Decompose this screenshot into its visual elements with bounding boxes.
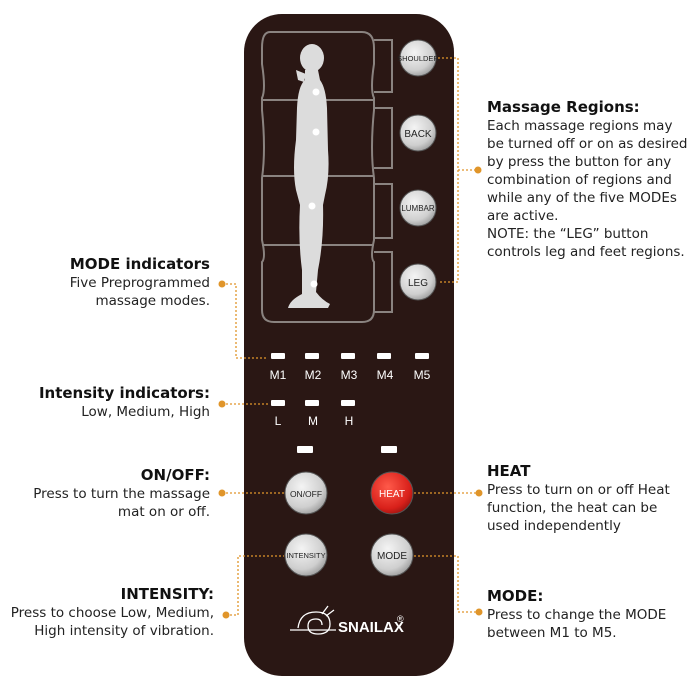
onoff-button[interactable]: ON/OFF — [284, 471, 328, 515]
region-button-label: BACK — [404, 129, 432, 140]
callout-onoff: ON/OFF: Press to turn the massage mat on… — [4, 466, 210, 521]
mode-label: M3 — [341, 368, 358, 382]
callout-body: Press to choose Low, Medium, High intens… — [10, 605, 214, 639]
region-brackets — [374, 39, 393, 313]
intensity-labels: L M H — [275, 414, 354, 428]
mode-label: M4 — [377, 368, 394, 382]
callout-intensity-indicators: Intensity indicators: Low, Medium, High — [20, 384, 210, 421]
mode-labels: M1 M2 M3 M4 M5 — [270, 368, 431, 382]
callout-body: Five Preprogrammed massage modes. — [69, 275, 210, 309]
callout-body: Each massage regions may be turned off o… — [487, 118, 688, 260]
callout-title: INTENSITY: — [120, 585, 214, 603]
mode-indicator-lights — [271, 353, 429, 359]
region-dots — [308, 88, 320, 288]
mode-label: M5 — [414, 368, 431, 382]
region-button-shoulder[interactable]: SHOULDER — [397, 39, 439, 77]
intensity-button-label: INTENSITY — [286, 551, 325, 560]
region-button-lumbar[interactable]: LUMBAR — [399, 189, 437, 227]
intensity-label: M — [308, 414, 318, 428]
region-button-label: LUMBAR — [401, 204, 435, 213]
intensity-label: H — [345, 414, 354, 428]
region-button-back[interactable]: BACK — [399, 114, 437, 152]
callout-body: Press to turn the massage mat on or off. — [33, 486, 210, 520]
callout-heat: HEAT Press to turn on or off Heat functi… — [487, 462, 697, 535]
mode-label: M2 — [305, 368, 322, 382]
region-button-label: LEG — [408, 278, 428, 289]
callout-title: ON/OFF: — [140, 466, 210, 484]
callout-body: Press to change the MODE between M1 to M… — [487, 607, 667, 641]
callout-intensity: INTENSITY: Press to choose Low, Medium, … — [2, 585, 214, 640]
callout-body: Press to turn on or off Heat function, t… — [487, 482, 670, 534]
leader-lines — [226, 57, 478, 616]
heat-button[interactable]: HEAT — [370, 471, 414, 515]
intensity-indicator-lights — [271, 400, 355, 406]
callout-title: Intensity indicators: — [38, 384, 210, 402]
callout-mode-indicators: MODE indicators Five Preprogrammed massa… — [20, 255, 210, 310]
callout-body: Low, Medium, High — [81, 404, 210, 420]
human-silhouette-icon — [288, 44, 330, 308]
onoff-button-label: ON/OFF — [290, 489, 322, 499]
callout-title: MODE: — [487, 587, 544, 605]
brand-name: SNAILAX — [338, 619, 404, 636]
region-button-leg[interactable]: LEG — [399, 263, 437, 301]
mode-button-label: MODE — [377, 551, 407, 562]
intensity-label: L — [275, 414, 282, 428]
callout-title: Massage Regions: — [487, 98, 640, 116]
snail-logo-icon — [290, 605, 336, 635]
callout-title: HEAT — [487, 462, 531, 480]
callout-massage-regions: Massage Regions: Each massage regions ma… — [487, 98, 697, 261]
remote-body — [244, 14, 454, 676]
leader-dots — [218, 166, 483, 619]
mode-label: M1 — [270, 368, 287, 382]
brand-registered-mark: ® — [397, 614, 404, 624]
callout-mode: MODE: Press to change the MODE between M… — [487, 587, 697, 642]
heat-button-label: HEAT — [379, 489, 405, 500]
callout-title: MODE indicators — [69, 255, 210, 273]
mode-button[interactable]: MODE — [370, 533, 414, 577]
intensity-button[interactable]: INTENSITY — [284, 533, 328, 577]
status-indicator-lights — [297, 446, 397, 453]
region-button-label: SHOULDER — [397, 54, 439, 63]
